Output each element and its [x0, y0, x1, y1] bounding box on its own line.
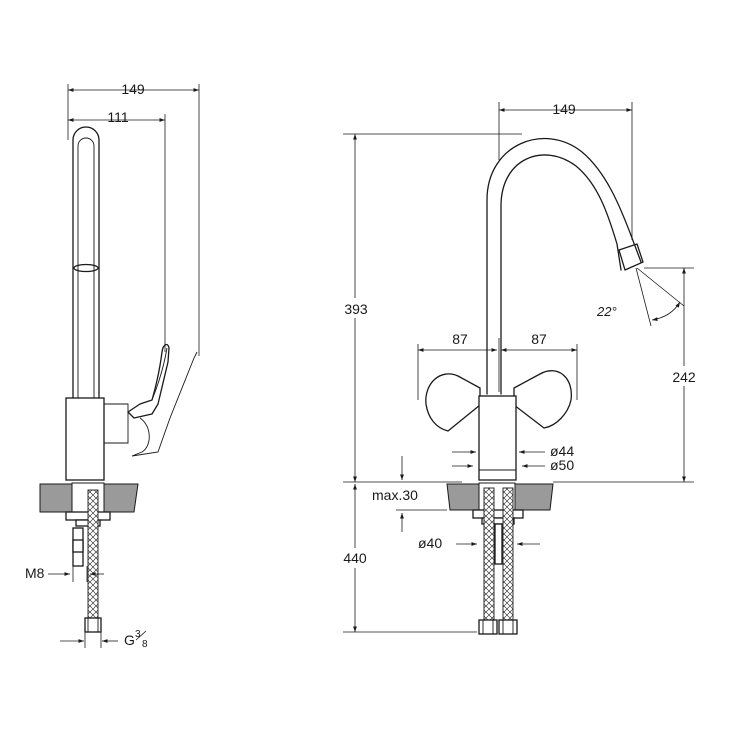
front-mounting-plate — [472, 509, 524, 519]
front-spout-outlet — [618, 243, 644, 271]
side-spout — [72, 126, 100, 399]
side-dim-111: 111 — [107, 109, 128, 125]
side-hose — [87, 489, 99, 621]
front-hose-nut-left — [478, 619, 498, 635]
side-spout-inner — [77, 137, 95, 398]
side-dim-g-prefix: G — [124, 632, 135, 648]
front-dim-87-right: 87 — [531, 331, 547, 347]
front-dim-dia44: ø44 — [550, 443, 574, 459]
side-lever-extended — [131, 351, 198, 457]
side-hose-nut — [84, 617, 102, 633]
front-handle-right — [513, 370, 572, 429]
side-body — [65, 397, 105, 481]
side-dim-149: 149 — [121, 81, 145, 97]
front-stud — [494, 523, 503, 565]
side-dim-g-num: 3 — [135, 629, 141, 640]
side-dim-g-den: 8 — [142, 639, 148, 650]
side-lever-handle — [127, 343, 170, 419]
front-dim-393: 393 — [344, 301, 368, 317]
front-dim-dia40: ø40 — [418, 535, 442, 551]
front-dim-440: 440 — [343, 550, 367, 566]
side-dim-m8: M8 — [25, 565, 45, 581]
front-dim-max30: max.30 — [372, 487, 418, 503]
front-hose-left — [483, 487, 495, 621]
front-handle-left — [425, 373, 481, 432]
front-dim-242: 242 — [672, 369, 696, 385]
front-dim-dia50: ø50 — [550, 457, 574, 473]
side-aerator — [73, 263, 99, 273]
front-dim-149: 149 — [552, 101, 576, 117]
front-spout — [486, 137, 642, 395]
front-view: 149 393 242 22° 87 87 ø44 ø50 — [338, 101, 701, 635]
front-body — [478, 395, 517, 481]
front-hose-nut-right — [498, 619, 518, 635]
front-dim-87-left: 87 — [452, 331, 468, 347]
front-dim-angle: 22° — [596, 304, 617, 319]
front-hose-right — [502, 487, 514, 621]
side-view: 149 111 M8 G 3 8 — [25, 81, 200, 650]
